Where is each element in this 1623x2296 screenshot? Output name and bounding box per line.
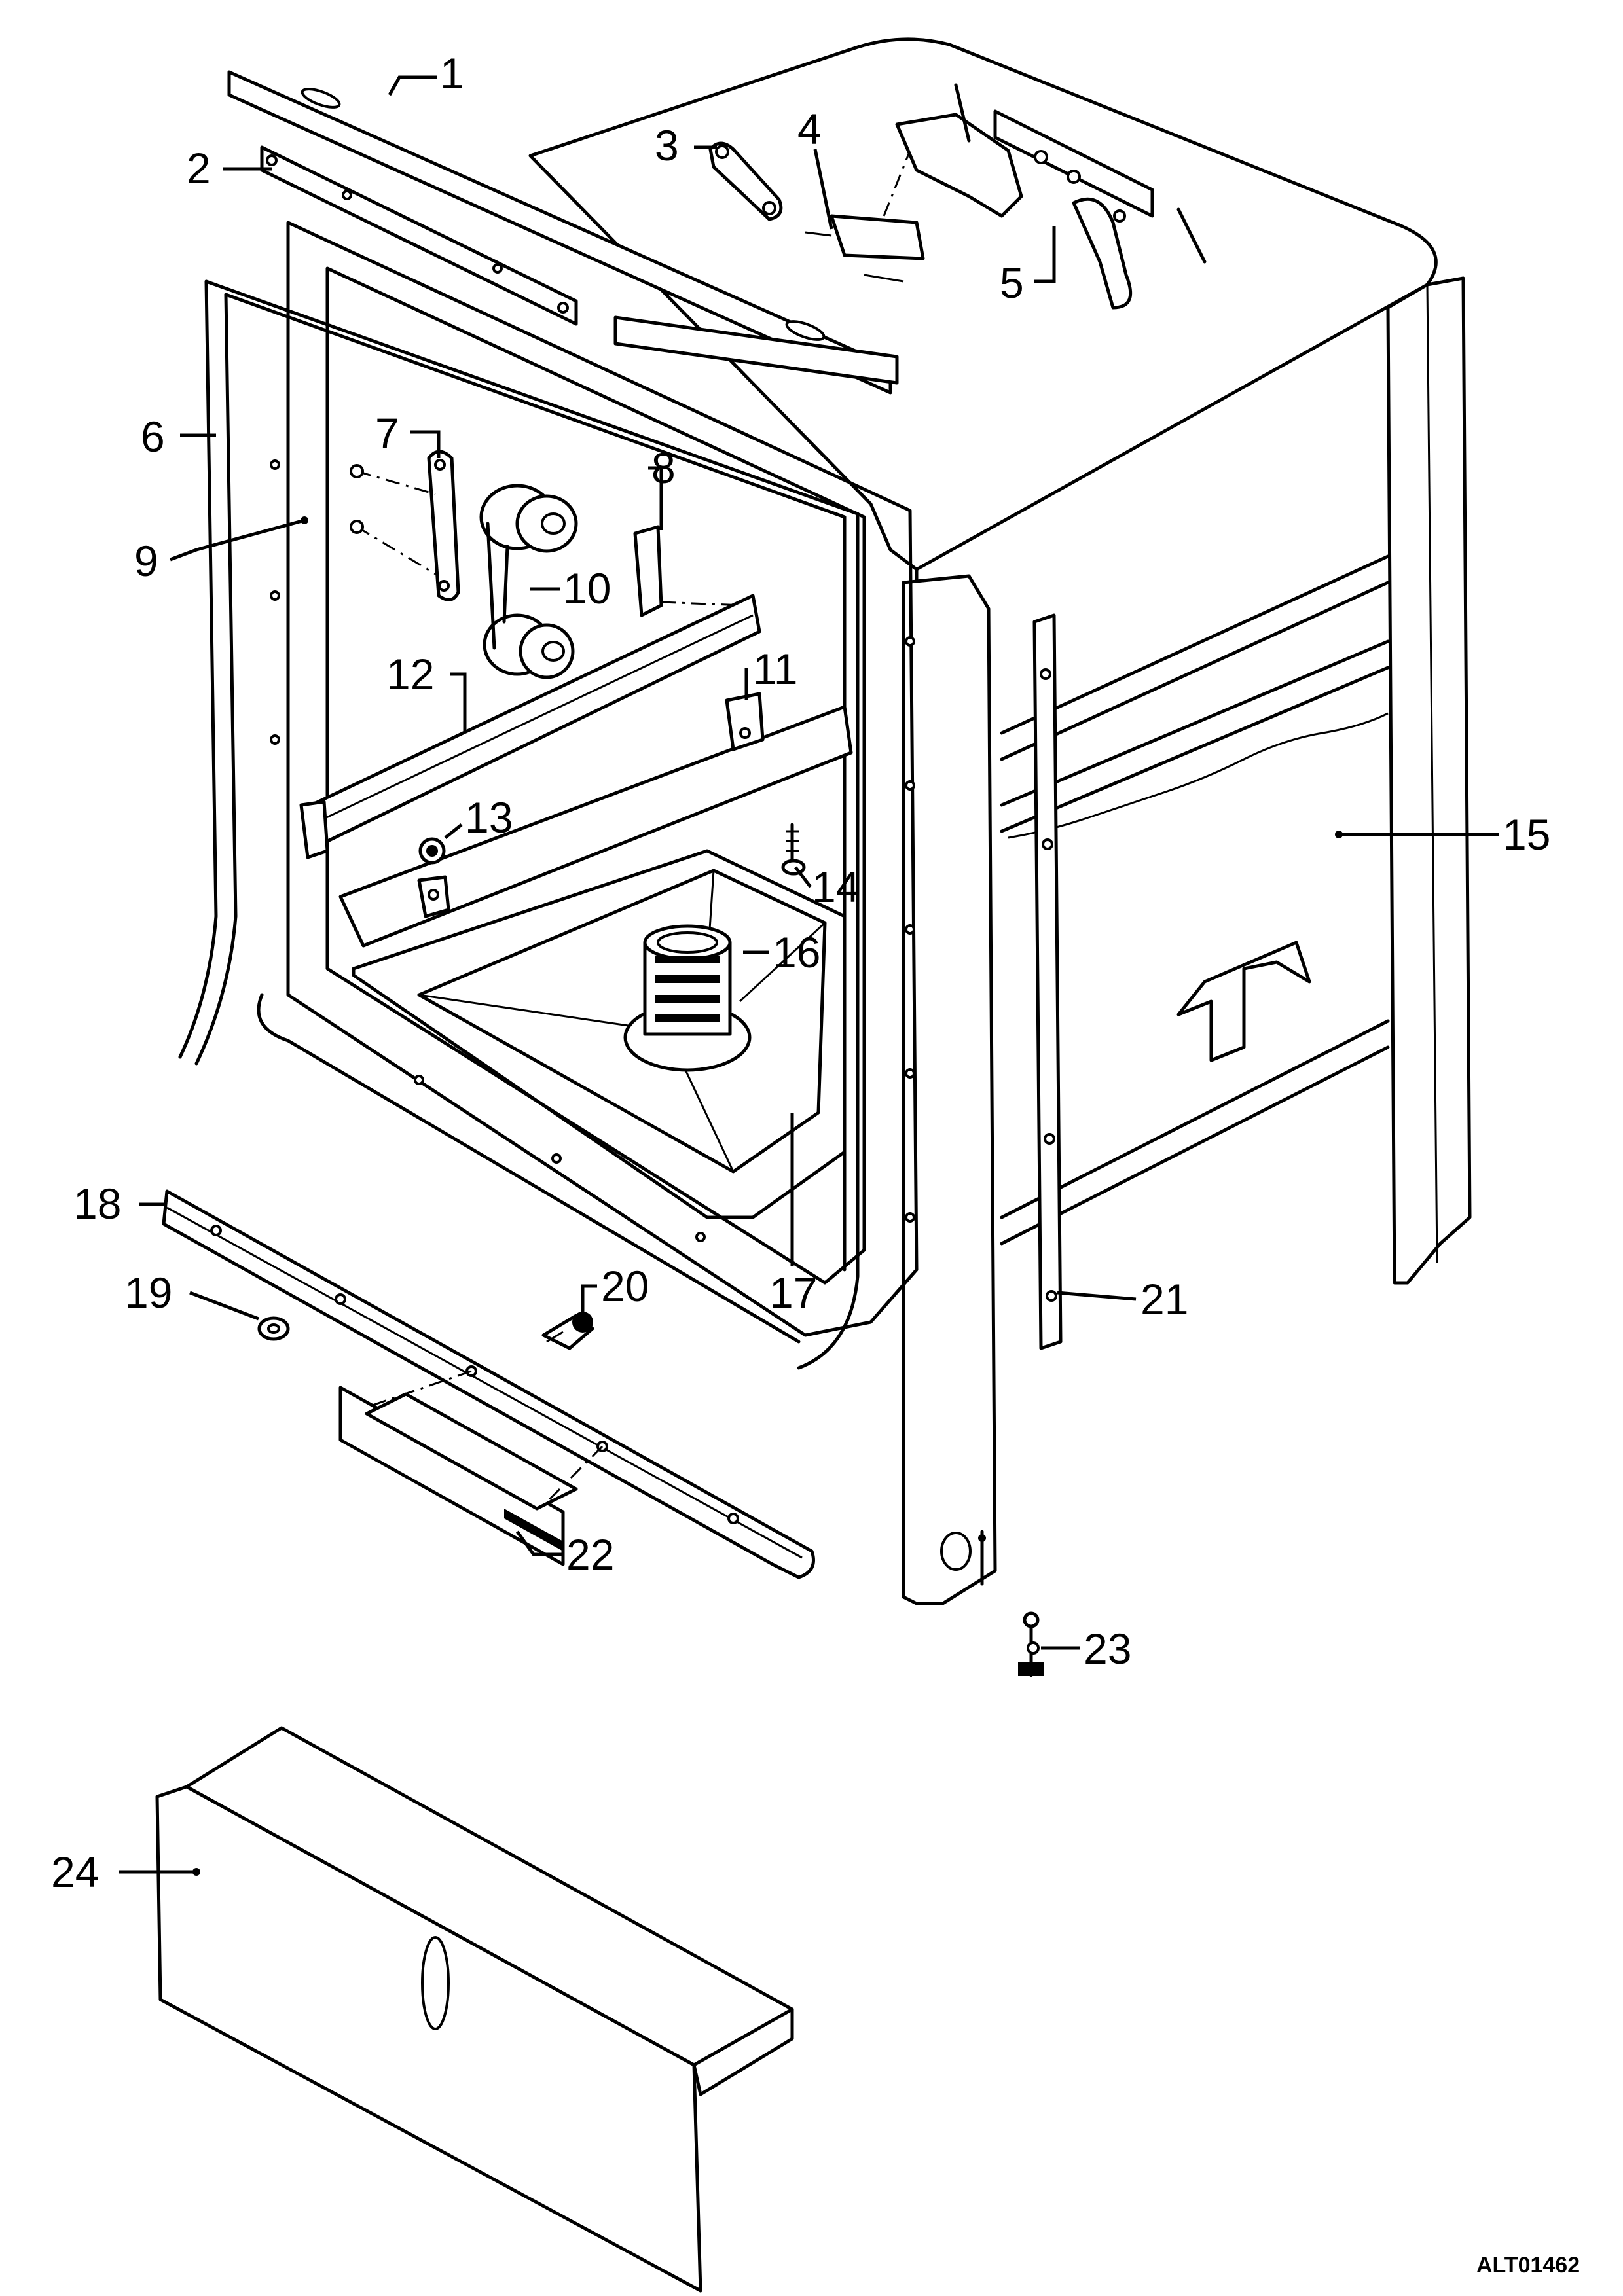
part-4-switch [805, 134, 925, 283]
part-17-tub-floor [352, 849, 847, 1219]
callout-22: 22 [566, 1530, 614, 1579]
callout-21: 21 [1140, 1275, 1188, 1323]
callout-24: 24 [51, 1848, 99, 1896]
part-15-tub-body [528, 37, 1472, 1605]
part-8-clip [633, 525, 744, 617]
callout-23: 23 [1084, 1624, 1131, 1673]
part-12-rail [299, 594, 761, 859]
leader-lines [119, 75, 1499, 1876]
callout-12: 12 [386, 650, 434, 698]
part-22-bracket [338, 1370, 604, 1566]
callout-16: 16 [773, 928, 820, 977]
part-16-filter [623, 924, 752, 1072]
part-13-washer [417, 837, 450, 918]
reference-code: ALT01462 [1476, 2253, 1580, 2278]
part-10-rollers [479, 484, 578, 679]
part-20-screw [541, 1312, 594, 1350]
callout-2: 2 [187, 144, 211, 192]
part-1-top-strip [227, 70, 899, 395]
callout-20: 20 [601, 1262, 649, 1310]
callout-1: 1 [440, 49, 464, 98]
callout-18: 18 [73, 1179, 121, 1228]
callout-19: 19 [124, 1268, 172, 1317]
part-14-screw [781, 823, 806, 876]
callout-8: 8 [651, 444, 676, 492]
callout-6: 6 [141, 412, 165, 461]
callout-14: 14 [812, 863, 860, 911]
part-19-washer [257, 1316, 290, 1341]
part-24-toe-panel [155, 1726, 794, 2293]
callout-7: 7 [375, 409, 399, 457]
callout-11: 11 [753, 645, 798, 693]
part-21-side-strip [1032, 613, 1063, 1350]
callout-17: 17 [769, 1268, 817, 1317]
callout-15: 15 [1503, 810, 1550, 859]
callout-13: 13 [465, 793, 513, 842]
callout-10: 10 [563, 564, 611, 613]
callout-3: 3 [655, 121, 679, 170]
callout-5: 5 [1000, 259, 1024, 307]
callout-labels: 1 2 3 4 5 6 7 8 9 10 11 12 13 14 15 16 1… [51, 49, 1580, 2278]
callout-9: 9 [134, 537, 158, 585]
part-3-link [708, 141, 783, 221]
part-11-rack-support [338, 692, 853, 948]
callout-4: 4 [797, 105, 822, 153]
part-2-mounting-strip [260, 145, 578, 326]
part-6-gasket [178, 279, 860, 1370]
part-7-bracket [350, 450, 460, 601]
part-23-screw [1018, 1611, 1044, 1677]
part-5-latch-assembly [895, 83, 1207, 310]
